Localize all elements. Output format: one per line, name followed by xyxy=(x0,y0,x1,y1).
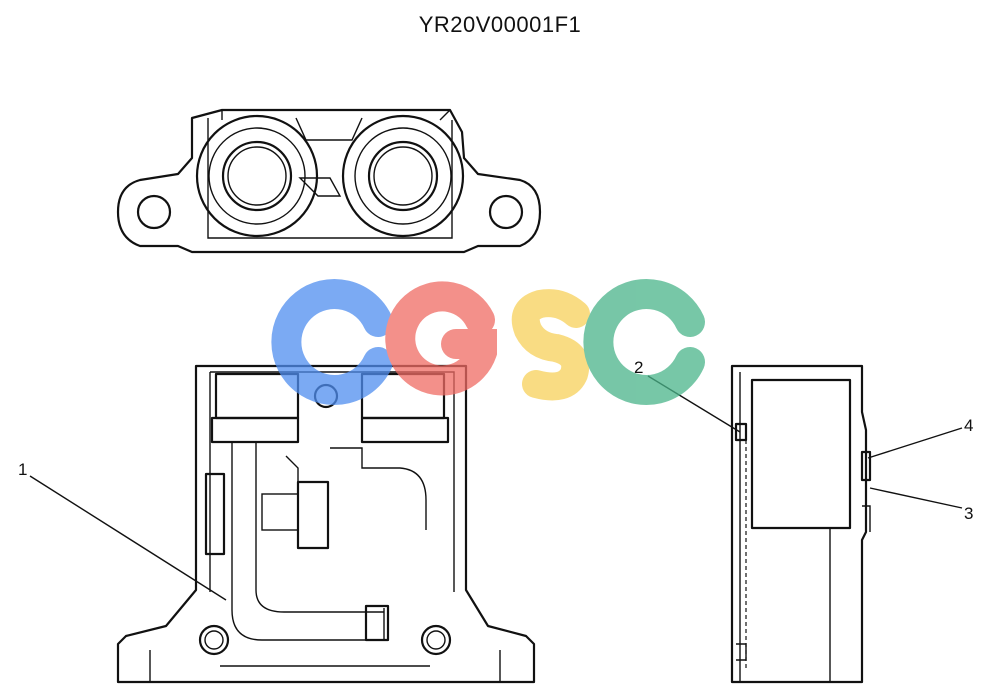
watermark xyxy=(271,279,705,405)
callout-4: 4 xyxy=(964,416,974,435)
watermark-letter-g xyxy=(385,281,497,396)
leader-3 xyxy=(869,487,963,509)
watermark-letter-c1 xyxy=(271,279,393,405)
top-view xyxy=(116,108,542,254)
leader-lines xyxy=(29,375,963,601)
front-view xyxy=(116,364,536,684)
callout-3: 3 xyxy=(964,504,974,523)
leader-4 xyxy=(867,427,963,459)
watermark-letter-s xyxy=(511,289,590,401)
drawing-title: YR20V00001F1 xyxy=(418,12,582,37)
leader-1 xyxy=(29,475,227,601)
callout-1: 1 xyxy=(18,460,28,479)
watermark-letter-c2 xyxy=(583,279,705,405)
side-view xyxy=(730,364,872,684)
callout-2: 2 xyxy=(634,358,644,377)
